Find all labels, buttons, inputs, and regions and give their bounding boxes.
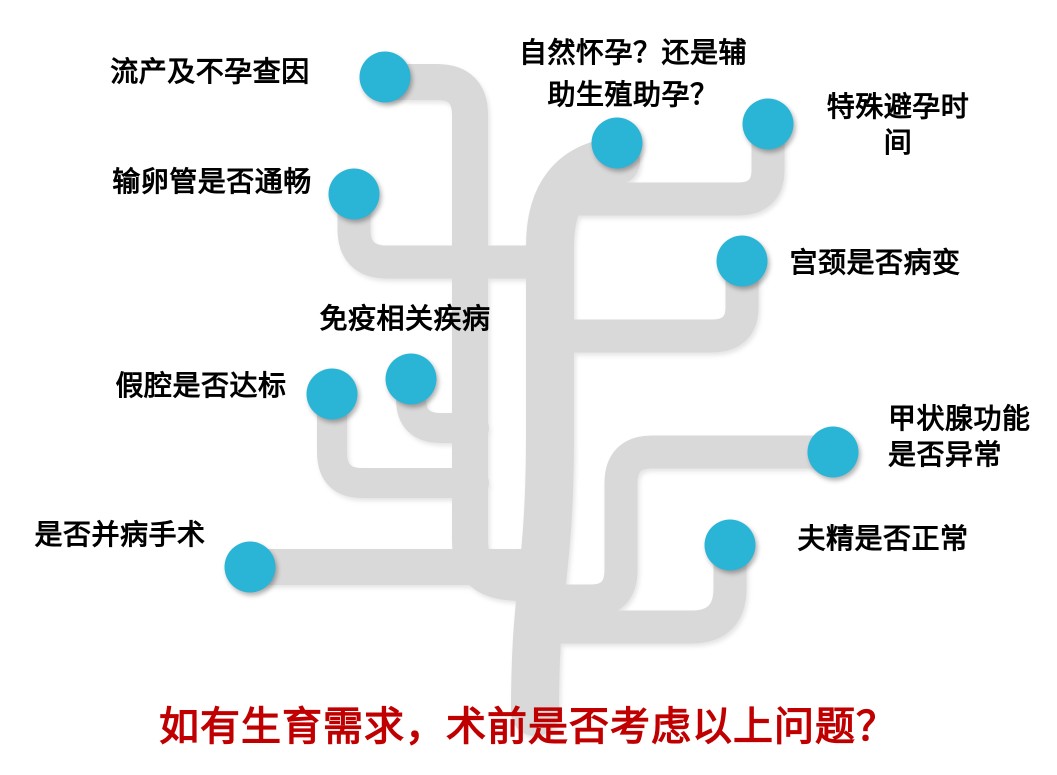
node-dot-husband-semen bbox=[704, 519, 756, 571]
label-natural-vs-assisted: 自然怀孕？还是辅 助生殖助孕？ bbox=[518, 38, 748, 111]
branch-thyroid-function bbox=[529, 435, 842, 618]
branch-false-cavity bbox=[317, 388, 489, 498]
label-cervical-lesion: 宫颈是否病变 bbox=[789, 248, 961, 279]
node-dot-immune-disease bbox=[385, 353, 437, 405]
label-thyroid-function: 甲状腺功能 是否异常 bbox=[888, 404, 1031, 471]
label-immune-disease: 免疫相关疾病 bbox=[319, 304, 491, 335]
headline-question: 如有生育需求，术前是否考虑以上问题？ bbox=[159, 705, 897, 749]
node-dot-cervical-lesion bbox=[716, 235, 768, 287]
branch-special-contraception bbox=[539, 114, 785, 216]
label-comorbid-surgery: 是否并病手术 bbox=[34, 520, 206, 551]
node-dot-false-cavity bbox=[306, 368, 358, 420]
branch-tubal-patency bbox=[337, 184, 573, 279]
label-miscarriage-workup: 流产及不孕查因 bbox=[110, 57, 310, 88]
branch-cervical-lesion bbox=[539, 249, 759, 353]
label-false-cavity: 假腔是否达标 bbox=[115, 371, 287, 402]
branch-husband-semen bbox=[529, 536, 747, 644]
label-tubal-patency: 输卵管是否通畅 bbox=[112, 167, 312, 198]
label-husband-semen: 夫精是否正常 bbox=[797, 524, 969, 555]
node-dot-thyroid-function bbox=[807, 426, 859, 478]
node-dot-comorbid-surgery bbox=[224, 541, 276, 593]
node-dot-miscarriage-workup bbox=[359, 51, 411, 103]
node-dot-special-contraception bbox=[742, 98, 794, 150]
node-dot-tubal-patency bbox=[328, 168, 380, 220]
node-dot-natural-vs-assisted bbox=[591, 117, 643, 169]
label-special-contraception: 特殊避孕时间 bbox=[826, 92, 970, 159]
